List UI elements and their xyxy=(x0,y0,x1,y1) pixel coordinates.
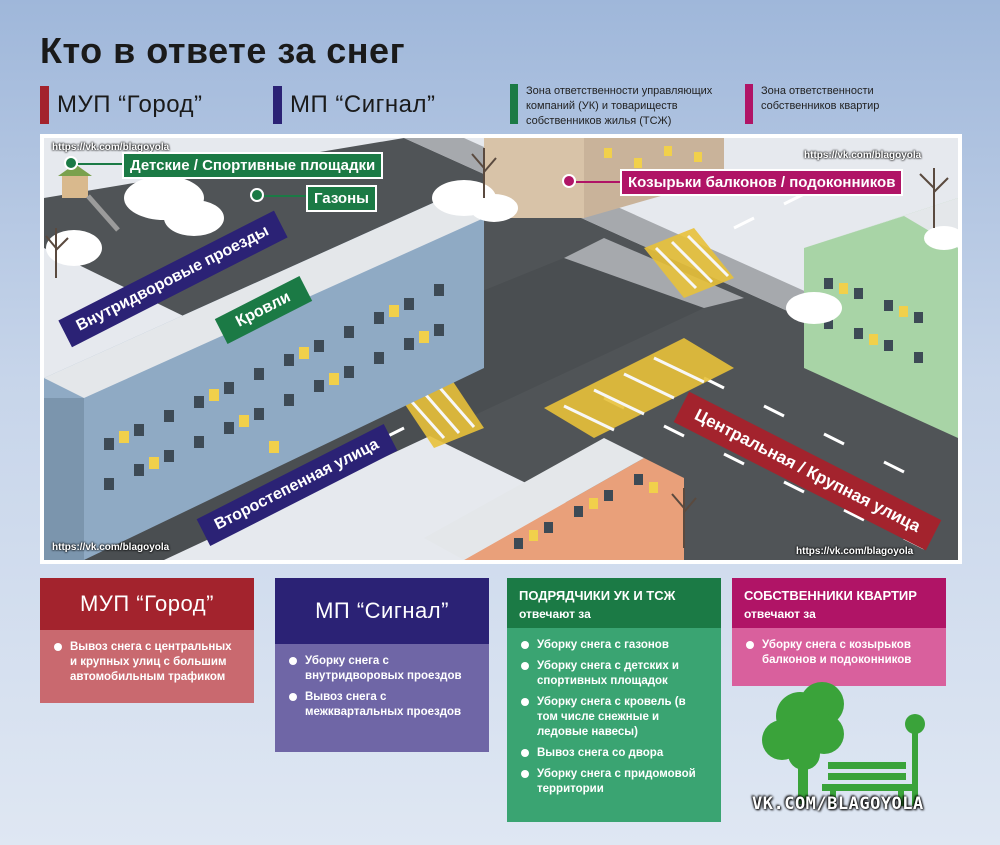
page-title: Кто в ответе за снег xyxy=(40,30,406,71)
label-playgrounds: Детские / Спортивные площадки xyxy=(122,152,384,179)
lawns-marker xyxy=(250,188,264,202)
legend-uk-label: Зона ответственности управляющих компани… xyxy=(526,85,713,127)
legend-owners-swatch xyxy=(745,84,753,124)
label-balconies: Козырьки балконов / подоконников xyxy=(620,169,904,196)
city-map-illustration xyxy=(44,138,958,560)
list-item: Уборку снега с придомовой территории xyxy=(521,767,707,797)
card-mp-list: Уборку снега с внутридворовых проездов В… xyxy=(275,644,489,752)
tree-bench-logo-icon xyxy=(762,682,925,806)
card-mp: МП “Сигнал” Уборку снега с внутридворовы… xyxy=(275,578,489,752)
list-item: Уборку снега с газонов xyxy=(521,638,707,653)
balconies-leader-line xyxy=(576,181,622,183)
legend-mp-label: МП “Сигнал” xyxy=(290,91,436,118)
map-url-top-left[interactable]: https://vk.com/blagoyola xyxy=(52,142,170,153)
map-url-bottom-right[interactable]: https://vk.com/blagoyola xyxy=(796,546,914,557)
list-item: Вывоз снега со двора xyxy=(521,746,707,761)
card-owners-subtitle: отвечают за xyxy=(744,607,816,621)
legend-owners-label: Зона ответственности собственников кварт… xyxy=(761,85,880,112)
card-uk-subtitle: отвечают за xyxy=(519,607,591,621)
card-owners: СОБСТВЕННИКИ КВАРТИР отвечают за Уборку … xyxy=(732,578,946,686)
list-item: Уборку снега с детских и спортивных площ… xyxy=(521,659,707,689)
card-uk: ПОДРЯДЧИКИ УК И ТСЖ отвечают за Уборку с… xyxy=(507,578,721,822)
balconies-marker xyxy=(562,174,576,188)
card-owners-list: Уборку снега с козырьков балконов и подо… xyxy=(732,628,946,686)
card-uk-header: ПОДРЯДЧИКИ УК И ТСЖ отвечают за xyxy=(507,578,721,628)
legend-mp-swatch xyxy=(273,86,282,124)
card-mup-title: МУП “Город” xyxy=(40,578,254,630)
legend-mup: МУП “Город” xyxy=(40,86,203,124)
playground-leader-line xyxy=(78,163,124,165)
logo-text[interactable]: VK.COM/BLAGOYOLA xyxy=(752,794,924,814)
card-owners-title: СОБСТВЕННИКИ КВАРТИР xyxy=(744,588,917,603)
list-item: Уборку снега с внутридворовых проездов xyxy=(289,654,475,684)
city-map: https://vk.com/blagoyola https://vk.com/… xyxy=(44,138,958,560)
legend-mp: МП “Сигнал” xyxy=(273,86,436,124)
card-uk-title: ПОДРЯДЧИКИ УК И ТСЖ xyxy=(519,588,676,603)
label-lawns: Газоны xyxy=(306,185,377,212)
list-item: Вывоз снега с межквартальных проездов xyxy=(289,690,475,720)
list-item: Уборку снега с козырьков балконов и подо… xyxy=(746,638,932,668)
map-frame: https://vk.com/blagoyola https://vk.com/… xyxy=(40,134,962,564)
card-mp-title: МП “Сигнал” xyxy=(275,578,489,644)
card-uk-list: Уборку снега с газонов Уборку снега с де… xyxy=(507,628,721,822)
list-item: Уборку снега с кровель (в том числе снеж… xyxy=(521,695,707,740)
map-url-top-right[interactable]: https://vk.com/blagoyola xyxy=(804,150,922,161)
legend-mup-label: МУП “Город” xyxy=(57,91,203,118)
legend-uk-swatch xyxy=(510,84,518,124)
map-url-bottom-left[interactable]: https://vk.com/blagoyola xyxy=(52,542,170,553)
lawns-leader-line xyxy=(264,195,308,197)
legend-mup-swatch xyxy=(40,86,49,124)
legend-owners: Зона ответственности собственников кварт… xyxy=(745,84,901,124)
card-mup-list: Вывоз снега с центральных и крупных улиц… xyxy=(40,630,254,703)
list-item: Вывоз снега с центральных и крупных улиц… xyxy=(54,640,240,685)
card-mup: МУП “Город” Вывоз снега с центральных и … xyxy=(40,578,254,703)
card-owners-header: СОБСТВЕННИКИ КВАРТИР отвечают за xyxy=(732,578,946,628)
playground-marker xyxy=(64,156,78,170)
legend-uk: Зона ответственности управляющих компани… xyxy=(510,84,736,129)
